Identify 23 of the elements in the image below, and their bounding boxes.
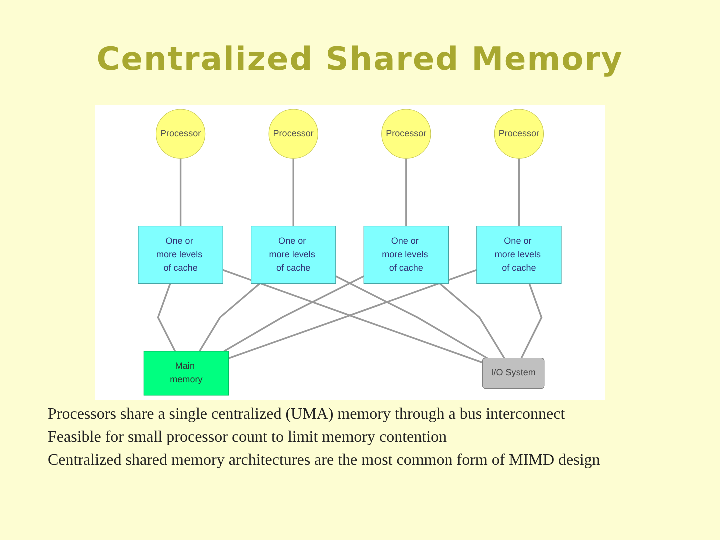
connector: [199, 283, 260, 352]
node-circle: Processor: [156, 109, 206, 159]
connector: [336, 276, 488, 360]
connector: [157, 284, 176, 352]
connector: [440, 283, 506, 359]
slide-title: Centralized Shared Memory: [96, 40, 624, 78]
node-circle: Processor: [382, 109, 432, 159]
node-box: One or more levels of cache: [251, 226, 336, 284]
connector: [406, 158, 408, 226]
connector: [224, 276, 364, 352]
bullet-text: Centralized shared memory architectures are the most common form of MIMD design: [48, 451, 602, 470]
bullet-text: Processors share a single centralized (UMA) memory through a bus interconnect: [48, 405, 566, 424]
node-circle: Processor: [494, 109, 544, 159]
node-box: One or more levels of cache: [138, 226, 224, 284]
bullet-text: Feasible for small processor count to limit memory contention: [48, 428, 448, 447]
node-box: Main memory: [144, 351, 230, 396]
connector: [180, 158, 182, 226]
node-circle: Processor: [268, 109, 318, 159]
connector: [520, 284, 543, 359]
node-box: One or more levels of cache: [364, 226, 449, 284]
connector: [292, 158, 294, 226]
node-box: One or more levels of cache: [476, 226, 562, 284]
connector: [518, 158, 520, 226]
